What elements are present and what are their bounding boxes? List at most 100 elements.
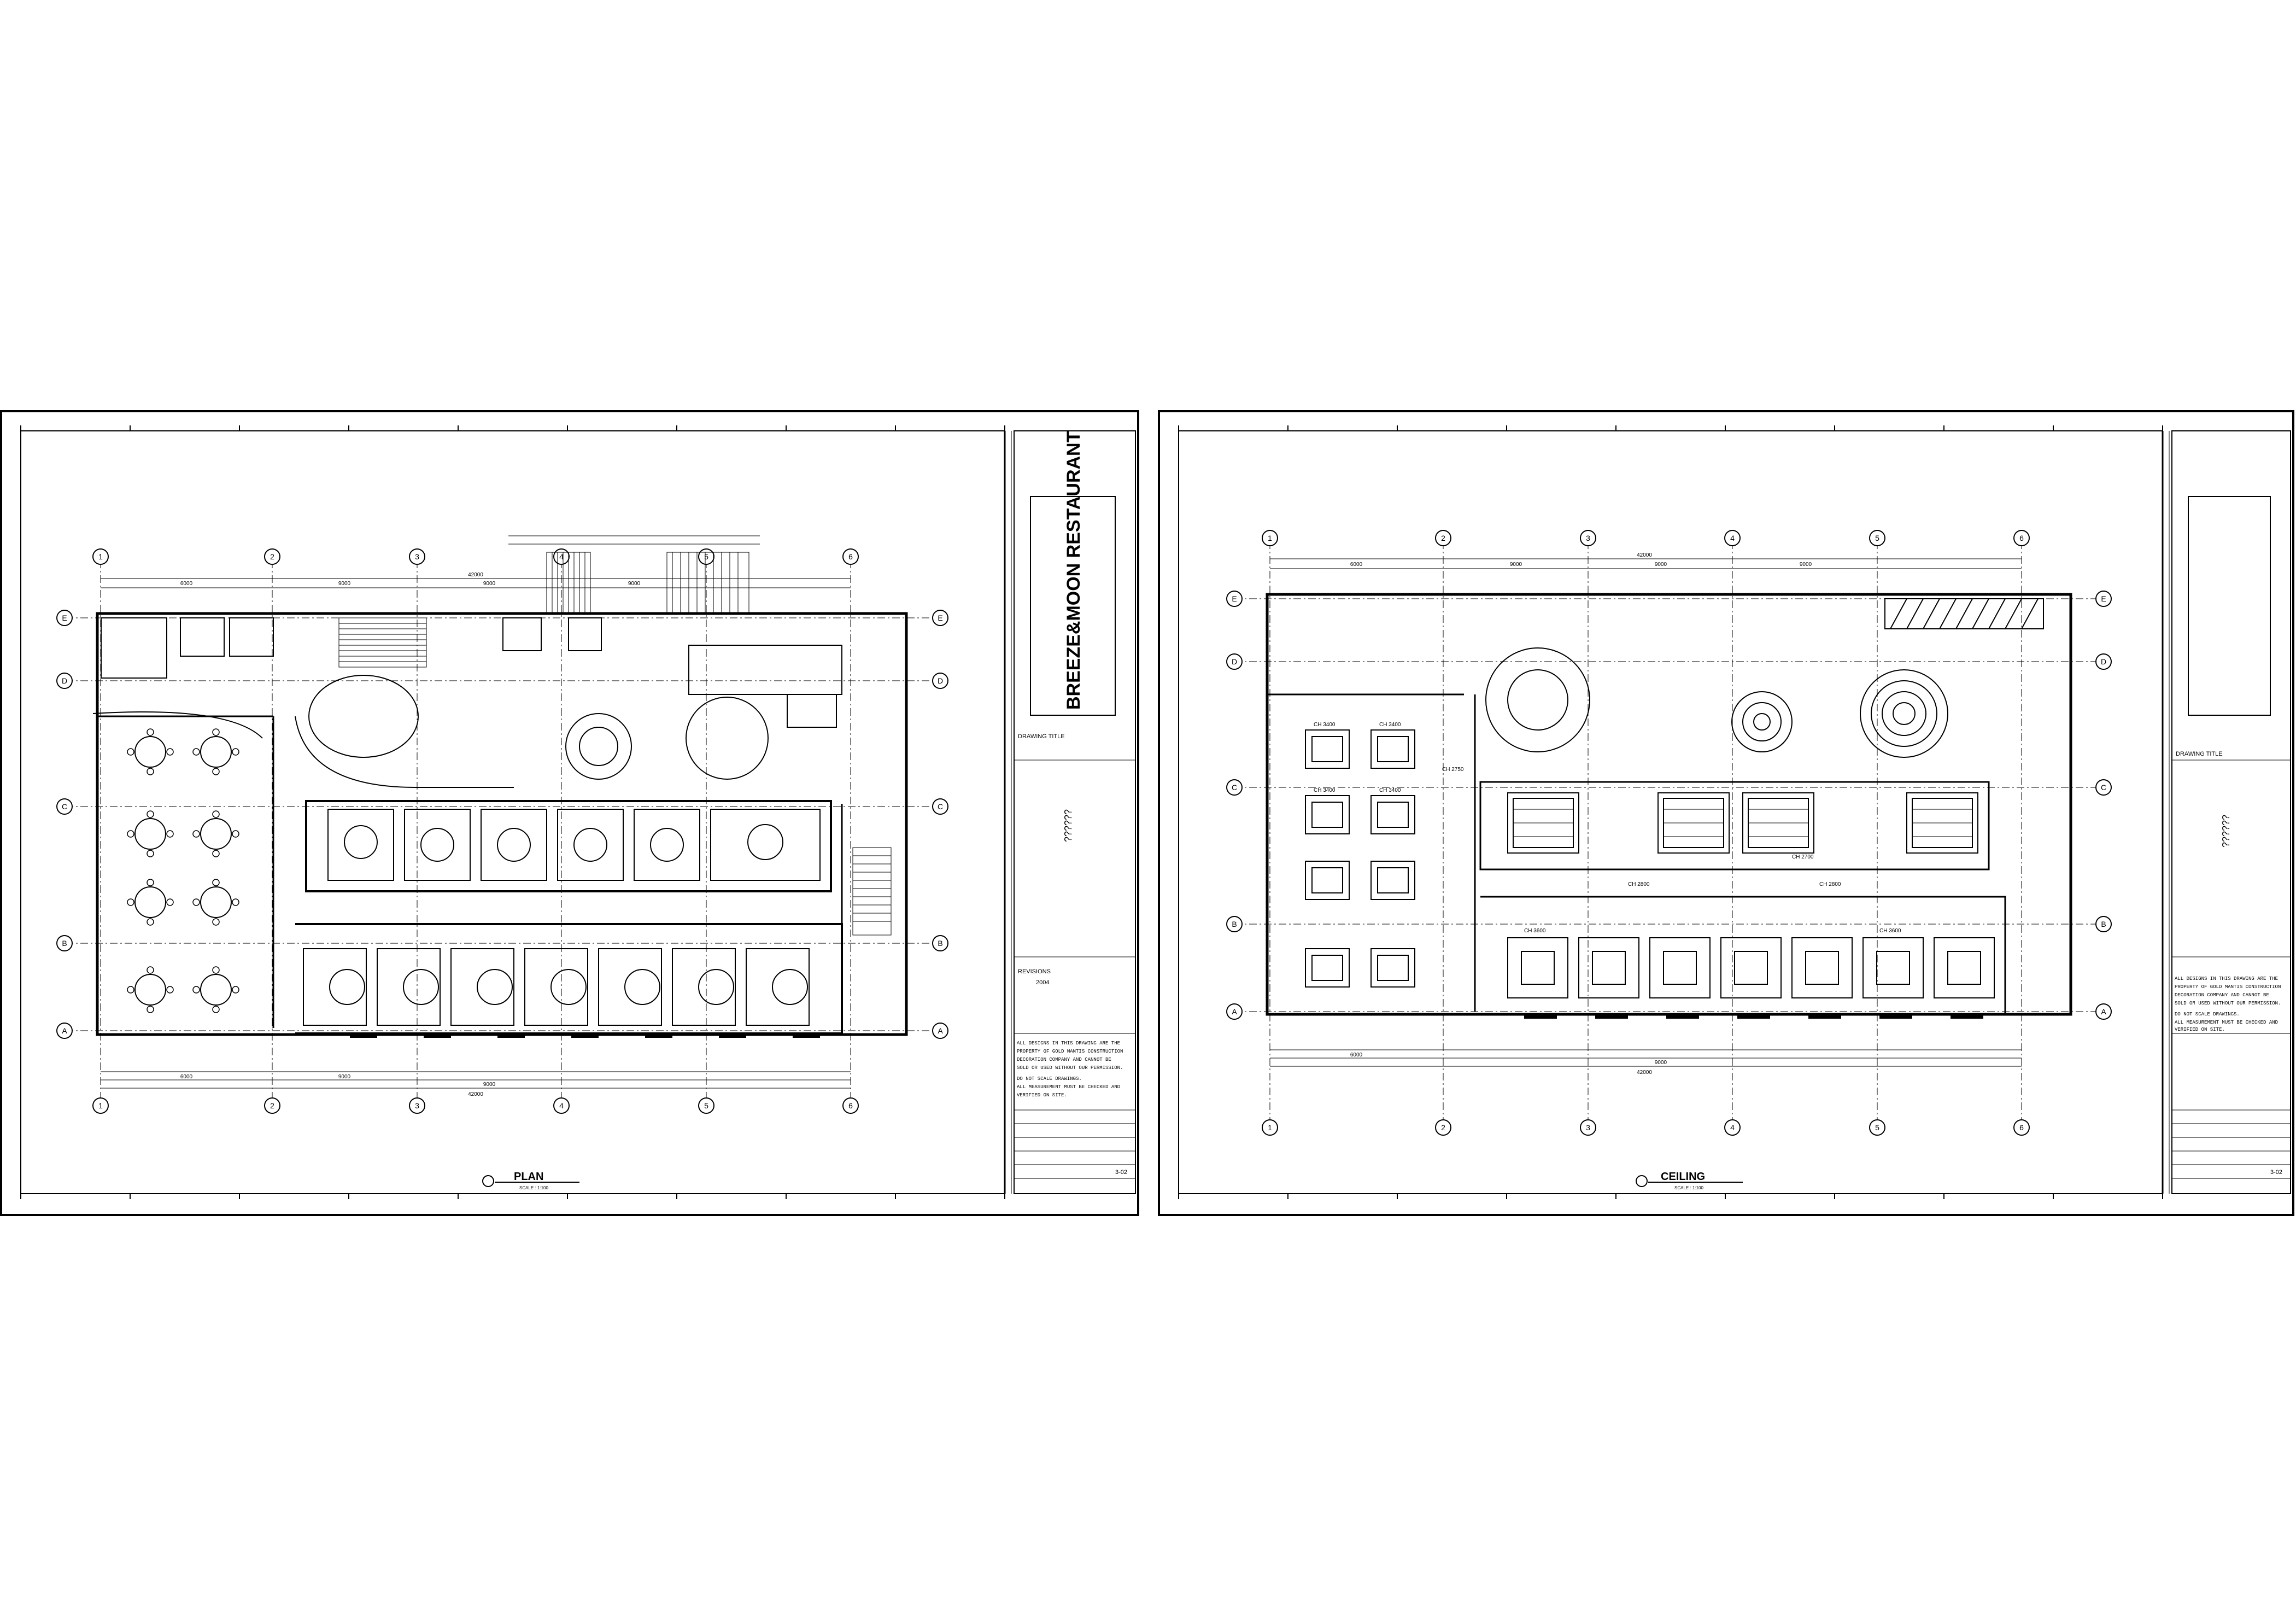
dimension-lines	[1270, 558, 2022, 1067]
drawing-title-placeholder: ??????	[1063, 809, 1074, 842]
svg-text:B: B	[1232, 920, 1237, 928]
svg-text:6000: 6000	[1350, 562, 1363, 568]
svg-text:9000: 9000	[1800, 562, 1812, 568]
svg-text:42000: 42000	[468, 1091, 483, 1097]
svg-text:9000: 9000	[1510, 562, 1522, 568]
svg-text:9000: 9000	[483, 581, 496, 587]
facade-windows	[1524, 1014, 1983, 1019]
view-title-block: CEILING SCALE : 1:100	[1636, 1171, 1743, 1190]
svg-text:2: 2	[270, 552, 274, 561]
svg-text:2: 2	[1441, 534, 1445, 542]
svg-text:3: 3	[1586, 534, 1590, 542]
project-title: BREEZE&MOON RESTAURANT	[1063, 431, 1084, 710]
svg-text:9000: 9000	[338, 581, 351, 587]
svg-text:6000: 6000	[1350, 1052, 1363, 1058]
svg-text:42000: 42000	[1637, 552, 1652, 558]
svg-text:CH 2700: CH 2700	[1792, 854, 1814, 860]
drawing-title-label: DRAWING TITLE	[2176, 751, 2223, 757]
svg-text:6: 6	[848, 1101, 853, 1110]
ceiling-domes	[1485, 647, 1948, 758]
grid-column-bubbles	[1262, 530, 2030, 1136]
plan-sheet: BREEZE&MOON RESTAURANT DRAWING TITLE ???…	[0, 410, 1139, 1216]
svg-text:5: 5	[704, 1101, 708, 1110]
sheet-inner-border	[1178, 430, 2163, 1194]
note-line-5: DO NOT SCALE DRAWINGS.	[1017, 1076, 1082, 1082]
svg-text:2: 2	[270, 1101, 274, 1110]
note-line-2: PROPERTY OF GOLD MANTIS CONSTRUCTION	[1017, 1049, 1123, 1054]
sheet-outer-border	[1158, 410, 2294, 1216]
svg-text:CH 2800: CH 2800	[1819, 881, 1841, 887]
view-scale: SCALE : 1:100	[519, 1185, 548, 1190]
ceiling-grilles-middle	[1507, 792, 1978, 854]
svg-text:CH 3600: CH 3600	[1524, 928, 1546, 934]
svg-text:42000: 42000	[468, 572, 483, 578]
ceiling-coffers-west	[1305, 729, 1415, 988]
svg-text:C: C	[1232, 783, 1237, 792]
note-line-3: DECORATION COMPANY AND CANNOT BE	[1017, 1057, 1111, 1062]
note-line-4: SOLD OR USED WITHOUT OUR PERMISSION.	[1017, 1065, 1123, 1071]
dimension-labels: 6000 9000 9000 9000 42000 6000 9000 9000…	[180, 572, 641, 1097]
chairs-west	[127, 728, 239, 1013]
ceiling-hatch-ne	[1884, 598, 2044, 629]
svg-text:5: 5	[1875, 1123, 1879, 1132]
title-block: DRAWING TITLE ?????? ALL DESIGNS IN THIS…	[2162, 430, 2291, 1194]
svg-text:5: 5	[704, 552, 708, 561]
svg-text:E: E	[62, 614, 67, 622]
stair-hatching	[338, 552, 892, 936]
svg-text:1: 1	[1268, 534, 1272, 542]
svg-text:E: E	[2101, 594, 2106, 603]
svg-text:E: E	[1232, 594, 1237, 603]
svg-text:4: 4	[559, 1101, 564, 1110]
svg-text:CH 3400: CH 3400	[1314, 787, 1336, 793]
svg-text:4: 4	[559, 552, 564, 561]
svg-text:B: B	[938, 939, 942, 948]
svg-text:CH 3400: CH 3400	[1314, 722, 1336, 728]
svg-text:CH 3400: CH 3400	[1379, 787, 1401, 793]
svg-text:3: 3	[415, 1101, 419, 1110]
drawing-title-label: DRAWING TITLE	[1018, 733, 1065, 740]
svg-text:CH 2800: CH 2800	[1628, 881, 1650, 887]
svg-text:5: 5	[1875, 534, 1879, 542]
svg-text:6000: 6000	[180, 581, 193, 587]
note-line-2: PROPERTY OF GOLD MANTIS CONSTRUCTION	[2175, 984, 2281, 990]
note-line-1: ALL DESIGNS IN THIS DRAWING ARE THE	[2175, 976, 2278, 982]
svg-text:9000: 9000	[628, 581, 641, 587]
svg-text:3: 3	[1586, 1123, 1590, 1132]
svg-text:9000: 9000	[483, 1082, 496, 1088]
svg-text:6: 6	[2019, 534, 2024, 542]
note-line-7: VERIFIED ON SITE.	[1017, 1093, 1067, 1098]
svg-text:C: C	[938, 802, 943, 811]
facade-windows	[350, 1033, 820, 1038]
svg-text:1: 1	[98, 552, 103, 561]
grid-row-labels: ED CB A ED CB A	[1232, 594, 2106, 1016]
revision-label: REVISIONS	[1018, 968, 1051, 975]
svg-text:1: 1	[1268, 1123, 1272, 1132]
svg-text:CH 2750: CH 2750	[1442, 767, 1464, 773]
note-line-4: SOLD OR USED WITHOUT OUR PERMISSION.	[2175, 1001, 2281, 1006]
svg-text:4: 4	[1730, 534, 1735, 542]
sheet-inner-border	[20, 430, 1005, 1194]
svg-text:42000: 42000	[1637, 1070, 1652, 1076]
border-ticks	[20, 425, 1005, 1199]
svg-text:A: A	[62, 1026, 67, 1035]
note-line-5: DO NOT SCALE DRAWINGS.	[2175, 1012, 2240, 1017]
ceiling-grille-slats	[1513, 809, 1972, 837]
service-rooms	[101, 617, 842, 728]
ceiling-height-tags: CH 3400 CH 3400 CH 3400 CH 3400 CH 2800 …	[1314, 722, 1901, 934]
drawing-number: 3-02	[1115, 1169, 1127, 1176]
drawing-title-placeholder: ??????	[2221, 815, 2231, 848]
svg-text:B: B	[2101, 920, 2106, 928]
svg-text:6: 6	[848, 552, 853, 561]
svg-text:4: 4	[1730, 1123, 1735, 1132]
title-block: BREEZE&MOON RESTAURANT DRAWING TITLE ???…	[1004, 430, 1136, 1194]
grid-row-labels: ED CB A ED CB A	[62, 614, 943, 1035]
round-features	[92, 675, 769, 788]
svg-text:6: 6	[2019, 1123, 2024, 1132]
building-walls	[1266, 593, 2072, 1016]
svg-text:D: D	[2101, 657, 2106, 666]
grid-row-bubbles	[56, 610, 948, 1039]
building-walls	[96, 612, 908, 1036]
svg-text:6000: 6000	[180, 1074, 193, 1080]
view-title: PLAN	[514, 1171, 543, 1183]
